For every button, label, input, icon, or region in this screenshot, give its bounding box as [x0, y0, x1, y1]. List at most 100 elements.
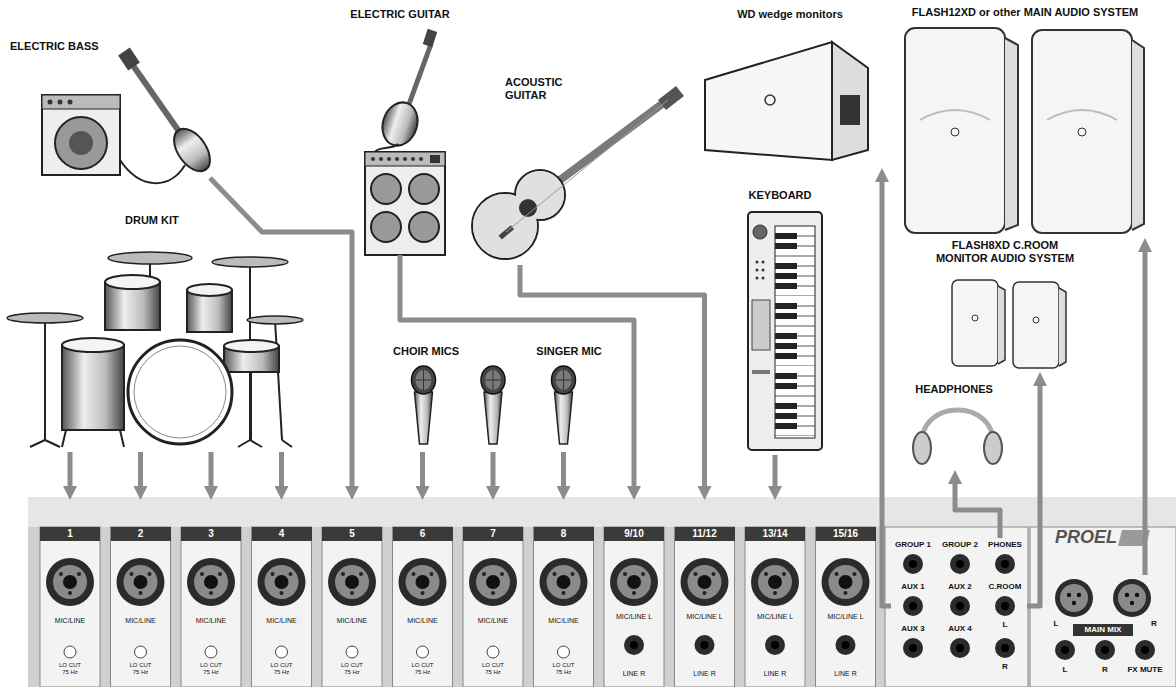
- drum-kit-illustration: [128, 340, 232, 444]
- wedge-monitor-illustration: [705, 42, 868, 160]
- mixer-panel-drawing: [135, 646, 147, 658]
- signal-arrow: [561, 452, 566, 486]
- main-speaker-illustration: [1078, 128, 1086, 136]
- acoustic-guitar-illustration: [515, 170, 565, 220]
- node-label: FLASH8XD C.ROOM MONITOR AUDIO SYSTEM: [927, 239, 1083, 265]
- node-label: ELECTRIC BASS: [10, 40, 120, 53]
- signal-arrow: [210, 178, 352, 486]
- drum-kit-illustration: [44, 318, 46, 440]
- channel-strip: 13/14MIC/LINE LLINE R: [745, 500, 805, 687]
- filter-label: LO CUT 75 Hz: [269, 662, 295, 676]
- channel-number: 7: [463, 527, 523, 541]
- mixer-panel-drawing: [28, 497, 1176, 527]
- output-jack: PHONES: [983, 538, 1027, 578]
- main-speaker-illustration: [1132, 40, 1144, 230]
- mixer-panel-drawing: [28, 497, 1176, 687]
- monitor-speaker-illustration: [998, 286, 1005, 364]
- electric-guitar-illustration: [387, 157, 391, 161]
- drum-kit-illustration: [120, 430, 124, 447]
- mixer-panel-drawing: [399, 558, 447, 606]
- headphones-illustration: [913, 432, 931, 464]
- headphones-illustration: [922, 410, 993, 446]
- mixer-panel-drawing: [558, 646, 570, 658]
- output-label: GROUP 1: [891, 540, 935, 550]
- mixer-panel-drawing: [1055, 640, 1075, 660]
- channel-number: 1: [40, 527, 100, 541]
- main-speaker-illustration: [1032, 30, 1132, 233]
- channel-strip: 15/16MIC/LINE LLINE R: [816, 500, 876, 687]
- drum-kit-illustration: [212, 257, 288, 267]
- mixer-panel-drawing: [205, 646, 217, 658]
- electric-guitar-illustration: [411, 157, 415, 161]
- mixer-panel-drawing: [836, 635, 856, 655]
- port-label: R: [1148, 619, 1160, 629]
- microphone-group: CHOIR MICS: [385, 345, 525, 452]
- drum-kit-illustration: [250, 372, 252, 440]
- node-label: KEYBOARD: [728, 189, 832, 202]
- input-label: MIC/LINE: [40, 617, 100, 625]
- input-label: LINE R: [745, 670, 805, 678]
- output-jack: AUX 3: [891, 622, 935, 662]
- signal-arrow: [520, 265, 705, 486]
- input-label: LINE R: [604, 670, 664, 678]
- channel-number: 11/12: [675, 527, 735, 541]
- mixer-panel-drawing: [487, 646, 499, 658]
- keyboard-illustration: [756, 277, 759, 280]
- electric-guitar-illustration: [409, 174, 439, 204]
- monitor-speaker-illustration: [972, 315, 978, 321]
- mixer-panel-drawing: [1135, 640, 1155, 660]
- electric-guitar-illustration: [395, 157, 399, 161]
- input-label: MIC/LINE L: [816, 613, 876, 621]
- output-label: AUX 3: [891, 624, 935, 634]
- mixer-panel-drawing: [604, 527, 664, 687]
- mixer-panel-drawing: [675, 527, 735, 687]
- channel-strip: 1MIC/LINELO CUT 75 Hz: [40, 500, 100, 687]
- keyboard-illustration: [775, 226, 815, 438]
- channel-strip: 7MIC/LINELO CUT 75 Hz: [463, 500, 523, 687]
- electric-guitar-illustration: [365, 29, 445, 255]
- mixer-panel-drawing: [765, 635, 785, 655]
- node-label: SINGER MIC: [528, 345, 610, 358]
- bass-amp: [55, 117, 107, 169]
- mixer-panel-drawing: [995, 554, 1015, 574]
- monitor-speaker-illustration: [952, 280, 1066, 368]
- electric-guitar-illustration: [409, 212, 439, 242]
- headphones-illustration: [913, 410, 1002, 464]
- mixer-panel-drawing: [328, 558, 376, 606]
- node-label: FLASH12XD or other MAIN AUDIO SYSTEM: [878, 6, 1172, 19]
- channel-strip: 11/12MIC/LINE LLINE R: [675, 500, 735, 687]
- signal-arrow: [68, 452, 73, 486]
- mixer-panel-drawing: [1095, 640, 1115, 660]
- electric-guitar-illustration: [365, 152, 445, 255]
- output-label: PHONES: [983, 540, 1027, 550]
- channel-strip: 9/10MIC/LINE LLINE R: [604, 500, 664, 687]
- channel-number: 9/10: [604, 527, 664, 541]
- bass-guitar: [120, 160, 185, 183]
- port-label: L: [1050, 619, 1062, 629]
- port-label: R: [995, 662, 1015, 672]
- node-label: ACOUSTIC GUITAR: [505, 76, 580, 102]
- channel-number: 5: [322, 527, 382, 541]
- acoustic-guitar-illustration: [472, 86, 684, 259]
- output-jack: AUX 2: [938, 580, 982, 620]
- drum-kit-illustration: [134, 346, 226, 438]
- mixer-panel-drawing: [751, 558, 799, 606]
- mixer-panel-drawing: [610, 558, 658, 606]
- signal-arrow: [491, 452, 496, 486]
- mixer-panel-drawing: [469, 558, 517, 606]
- drum-kit-illustration: [45, 440, 60, 447]
- wedge-monitor-illustration: [840, 95, 860, 125]
- keyboard-illustration: [756, 261, 759, 264]
- microphone-illustration: [481, 366, 505, 444]
- instrument-group: DRUM KIT: [5, 210, 305, 452]
- bass-amp: [42, 95, 120, 175]
- microphone: SINGER MIC: [528, 345, 610, 452]
- signal-arrow: [773, 455, 778, 486]
- monitor-speaker-illustration: [1033, 317, 1039, 323]
- signal-arrow: [420, 452, 425, 486]
- brand-logo: PROEL: [1055, 527, 1145, 549]
- mixer-panel-drawing: [258, 558, 306, 606]
- main-speaker-illustration: [1047, 110, 1117, 120]
- keyboard-illustration: [762, 269, 765, 272]
- filter-label: LO CUT 75 Hz: [480, 662, 506, 676]
